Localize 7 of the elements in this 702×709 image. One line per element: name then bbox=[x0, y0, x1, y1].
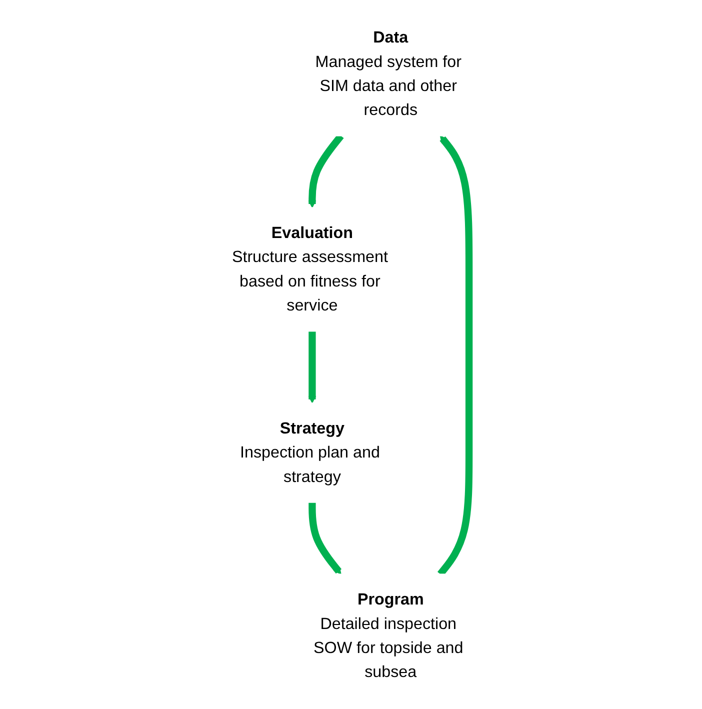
arrow bbox=[308, 502, 342, 574]
node-text: Program Detailed inspection SOW for topside and subsea bbox=[313, 590, 463, 680]
node-text: Data Managed system for SIM data and other records bbox=[314, 28, 462, 118]
arrow bbox=[308, 330, 316, 403]
node-text: Strategy Inspection plan and strategy bbox=[240, 418, 380, 485]
arrow bbox=[437, 135, 472, 576]
node-text: Evaluation Structure assessment based on fitness for service bbox=[232, 223, 388, 314]
